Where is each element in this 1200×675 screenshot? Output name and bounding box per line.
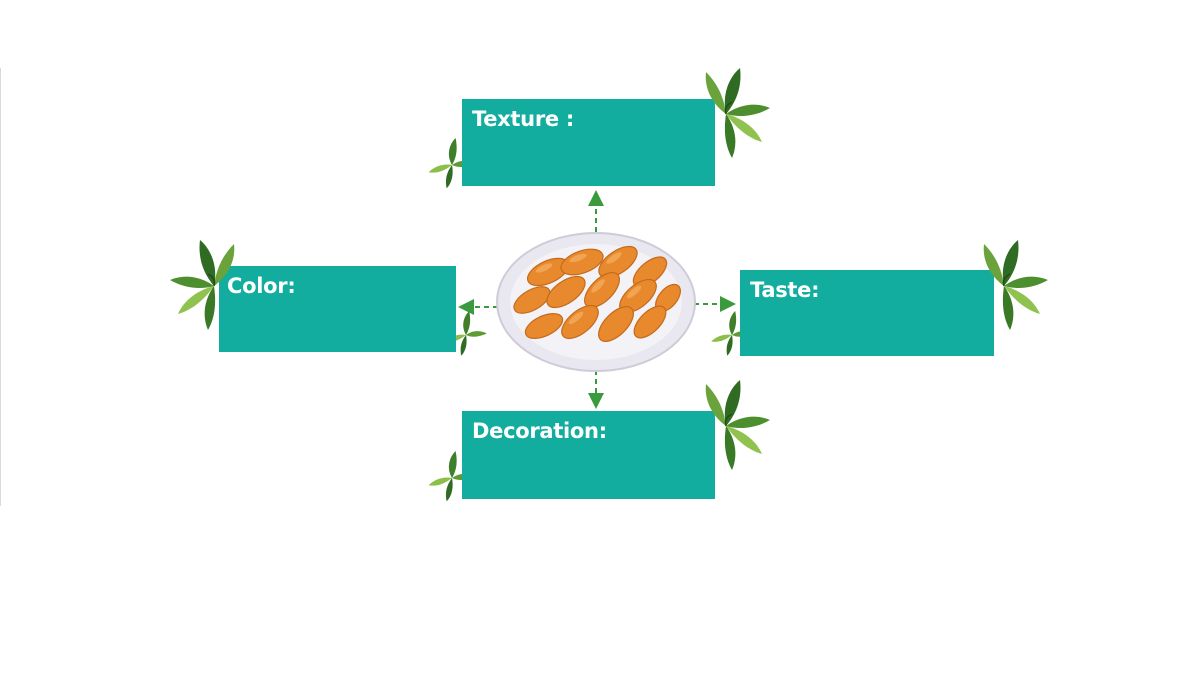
- texture-box: Texture :: [462, 99, 715, 186]
- decoration-label: Decoration:: [472, 419, 607, 443]
- leaf-sprig-icon: [704, 379, 771, 471]
- leaf-sprig-icon: [982, 239, 1049, 331]
- decoration-box: Decoration:: [462, 411, 715, 499]
- color-label: Color:: [227, 274, 296, 298]
- leaf-sprig-icon: [169, 239, 236, 331]
- taste-label: Taste:: [750, 278, 820, 302]
- taste-box: Taste:: [740, 270, 994, 356]
- leaf-sprig-icon: [704, 67, 771, 159]
- texture-label: Texture :: [472, 107, 574, 131]
- page-edge-divider: [0, 68, 1, 506]
- color-box: Color:: [219, 266, 456, 352]
